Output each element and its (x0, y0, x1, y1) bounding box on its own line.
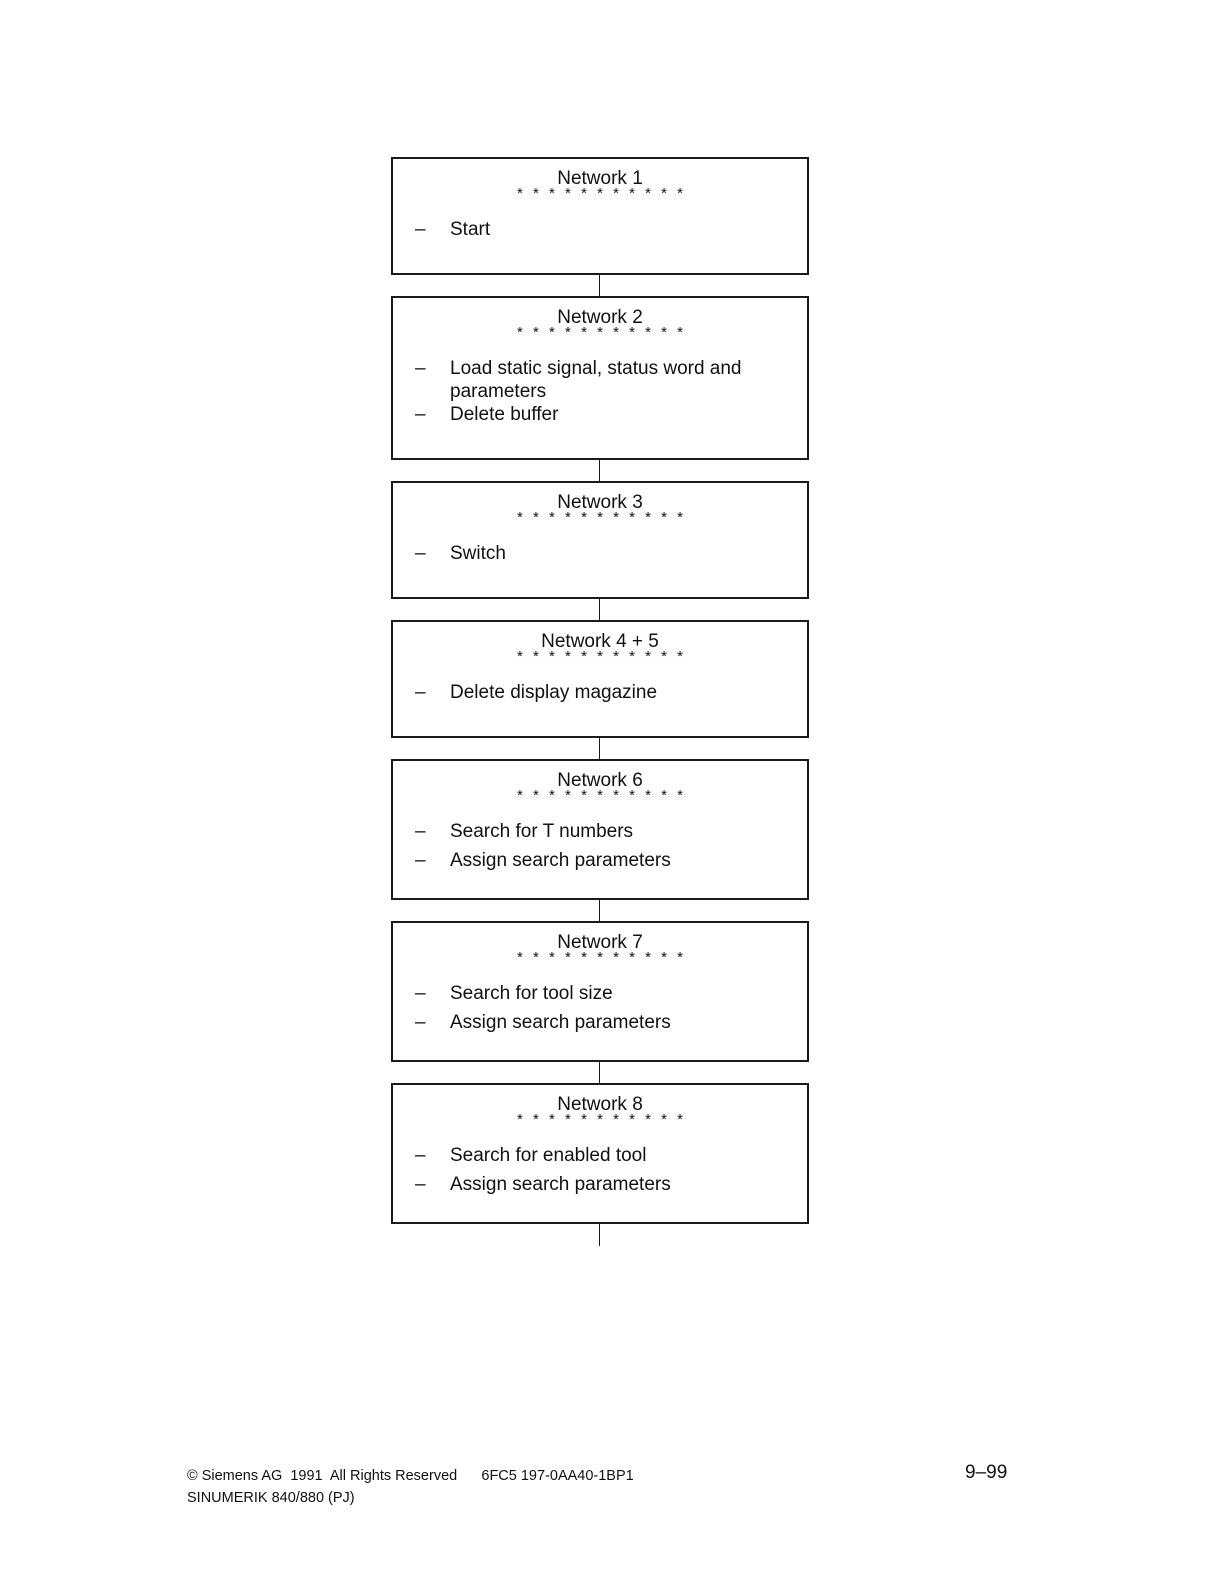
block-items: – Load static signal, status word and par… (393, 357, 807, 432)
connector-line (599, 736, 600, 759)
list-item: – Search for enabled tool (393, 1144, 807, 1167)
block-network-8: Network 8 * * * * * * * * * * * – Search … (391, 1083, 809, 1224)
dash-bullet: – (415, 1174, 426, 1195)
block-network-3: Network 3 * * * * * * * * * * * – Switch (391, 481, 809, 599)
connector-line (599, 458, 600, 481)
connector-line (599, 1060, 600, 1083)
block-stars: * * * * * * * * * * * (517, 949, 686, 966)
item-text: Search for enabled tool (450, 1145, 647, 1166)
item-text: Search for T numbers (450, 821, 634, 842)
dash-bullet: – (415, 850, 426, 871)
list-item: – Delete buffer (393, 403, 807, 426)
list-item: – Load static signal, status word and par… (393, 357, 807, 403)
dash-bullet: – (415, 1145, 426, 1166)
block-title: Network 3 (557, 492, 643, 513)
list-item: – Search for tool size (393, 982, 807, 1005)
list-item: – Delete display magazine (393, 681, 807, 704)
block-title: Network 6 (557, 770, 643, 791)
connector-line (599, 273, 600, 296)
block-network-1: Network 1 * * * * * * * * * * * – Start (391, 157, 809, 275)
block-items: – Search for enabled tool – Assign search … (393, 1144, 807, 1202)
dash-bullet: – (415, 682, 426, 703)
block-stars: * * * * * * * * * * * (517, 1111, 686, 1128)
item-text: Assign search parameters (450, 1012, 671, 1033)
dash-bullet: – (415, 543, 426, 564)
block-network-2: Network 2 * * * * * * * * * * * – Load st… (391, 296, 809, 460)
block-network-4-5: Network 4 + 5 * * * * * * * * * * * – Del… (391, 620, 809, 738)
block-items: – Search for T numbers – Assign search par… (393, 820, 807, 878)
item-text: Delete buffer (450, 404, 559, 425)
connector-line (599, 597, 600, 620)
dash-bullet: – (415, 1012, 426, 1033)
block-title: Network 2 (557, 307, 643, 328)
item-text: Delete display magazine (450, 682, 658, 703)
page-number: 9–99 (965, 1462, 1008, 1483)
block-title: Network 8 (557, 1094, 643, 1115)
connector-line (599, 1222, 600, 1246)
list-item: – Start (393, 218, 807, 241)
item-text: Start (450, 219, 491, 240)
block-title: Network 4 + 5 (541, 631, 659, 652)
dash-bullet: – (415, 983, 426, 1004)
list-item: – Assign search parameters (393, 1173, 807, 1196)
block-network-6: Network 6 * * * * * * * * * * * – Search … (391, 759, 809, 900)
list-item: – Assign search parameters (393, 1011, 807, 1034)
dash-bullet: – (415, 219, 426, 240)
footer-info: © Siemens AG 1991 All Rights Reserved 6F… (187, 1465, 634, 1509)
item-text: Load static signal, status word and para… (450, 358, 742, 402)
block-items: – Delete display magazine (393, 681, 807, 710)
item-text: Assign search parameters (450, 1174, 671, 1195)
dash-bullet: – (415, 358, 426, 379)
item-text: Assign search parameters (450, 850, 671, 871)
block-items: – Switch (393, 542, 807, 571)
block-stars: * * * * * * * * * * * (517, 324, 686, 341)
item-text: Switch (450, 543, 506, 564)
block-title: Network 7 (557, 932, 643, 953)
item-text: Search for tool size (450, 983, 613, 1004)
dash-bullet: – (415, 821, 426, 842)
footer-copyright: © Siemens AG 1991 All Rights Reserved 6F… (187, 1468, 634, 1484)
block-title: Network 1 (557, 168, 643, 189)
block-network-7: Network 7 * * * * * * * * * * * – Search … (391, 921, 809, 1062)
connector-line (599, 898, 600, 921)
block-stars: * * * * * * * * * * * (517, 787, 686, 804)
list-item: – Assign search parameters (393, 849, 807, 872)
list-item: – Switch (393, 542, 807, 565)
block-items: – Start (393, 218, 807, 247)
block-stars: * * * * * * * * * * * (517, 648, 686, 665)
block-items: – Search for tool size – Assign search par… (393, 982, 807, 1040)
block-stars: * * * * * * * * * * * (517, 185, 686, 202)
footer-product: SINUMERIK 840/880 (PJ) (187, 1490, 355, 1506)
block-stars: * * * * * * * * * * * (517, 509, 686, 526)
dash-bullet: – (415, 404, 426, 425)
list-item: – Search for T numbers (393, 820, 807, 843)
